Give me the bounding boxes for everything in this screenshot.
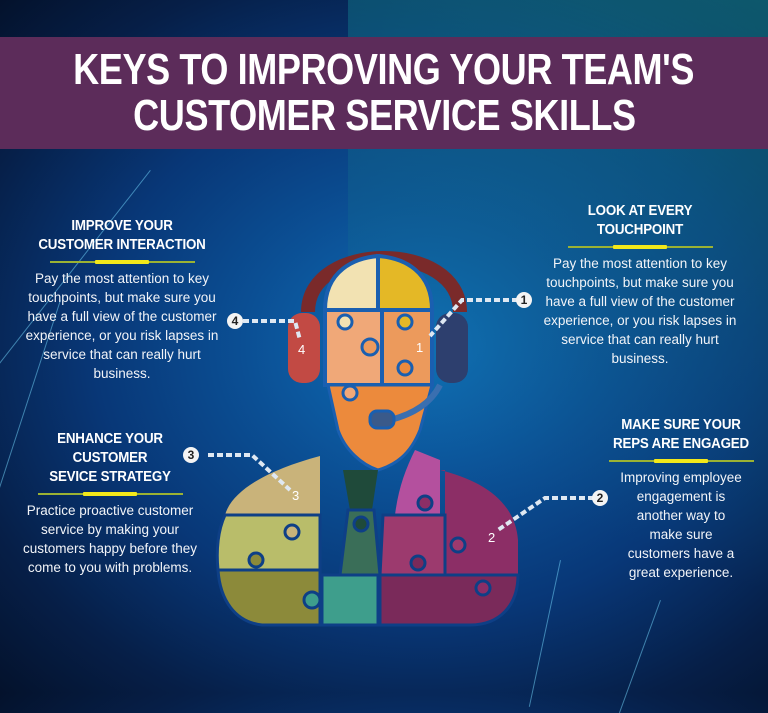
heading-line: SEVICE STRATEGY [49, 469, 171, 485]
tip-heading: MAKE SURE YOUR REPS ARE ENGAGED [612, 416, 750, 454]
left-earcup-icon [288, 313, 320, 383]
divider-accent [83, 492, 137, 496]
connector-lines [208, 298, 594, 532]
divider-accent [95, 260, 149, 264]
tip-body: Pay the most attention to key touchpoint… [543, 256, 737, 366]
heading-line: IMPROVE YOUR [71, 218, 173, 234]
title-line-1: KEYS TO IMPROVING YOUR TEAM'S [73, 45, 695, 94]
connector-1 [428, 298, 518, 338]
title-line-2: CUSTOMER SERVICE SKILLS [132, 91, 636, 140]
step-badge-4: 4 [227, 313, 243, 329]
tip-body: Practice proactive customer service by m… [22, 503, 198, 575]
tip-improve-customer-interaction: IMPROVE YOUR CUSTOMER INTERACTION Pay th… [22, 217, 222, 383]
connector-3 [208, 453, 292, 492]
tip-look-at-every-touchpoint: LOOK AT EVERY TOUCHPOINT Pay the most at… [540, 202, 740, 368]
divider-accent [654, 459, 708, 463]
heading-line: CUSTOMER [72, 450, 148, 466]
heading-line: REPS ARE ENGAGED [613, 436, 749, 452]
customer-service-rep-puzzle-figure [208, 251, 594, 627]
tip-enhance-service-strategy: ENHANCE YOUR CUSTOMER SEVICE STRATEGY Pr… [10, 430, 210, 577]
heading-line: TOUCHPOINT [596, 222, 684, 238]
heading-divider [567, 245, 713, 249]
step-badge-1: 1 [516, 292, 532, 308]
heading-line: ENHANCE YOUR [57, 431, 163, 447]
connector-4 [243, 319, 302, 341]
heading-divider [49, 260, 195, 264]
connector-2 [496, 496, 594, 532]
microphone-icon [368, 409, 396, 430]
title-banner: KEYS TO IMPROVING YOUR TEAM'S CUSTOMER S… [0, 37, 768, 149]
step-badge-2: 2 [592, 490, 608, 506]
tip-heading: LOOK AT EVERY TOUCHPOINT [548, 202, 732, 240]
heading-line: LOOK AT EVERY [587, 203, 693, 219]
right-earcup-icon [436, 313, 468, 383]
tip-body: Improving employee engagement is another… [620, 470, 742, 580]
step-badge-3: 3 [183, 447, 199, 463]
figure-label-3: 3 [292, 488, 300, 503]
figure-label-2: 2 [488, 530, 496, 545]
tip-body: Pay the most attention to key touchpoint… [25, 271, 219, 381]
tip-heading: ENHANCE YOUR CUSTOMER SEVICE STRATEGY [18, 430, 202, 487]
tip-reps-engaged: MAKE SURE YOUR REPS ARE ENGAGED Improvin… [606, 416, 756, 582]
heading-divider [37, 492, 183, 496]
tip-heading: IMPROVE YOUR CUSTOMER INTERACTION [30, 217, 214, 255]
heading-line: CUSTOMER INTERACTION [38, 237, 206, 253]
divider-accent [613, 245, 667, 249]
figure-label-4: 4 [298, 342, 306, 357]
heading-line: MAKE SURE YOUR [621, 417, 741, 433]
heading-divider [608, 459, 754, 463]
figure-label-1: 1 [416, 340, 424, 355]
